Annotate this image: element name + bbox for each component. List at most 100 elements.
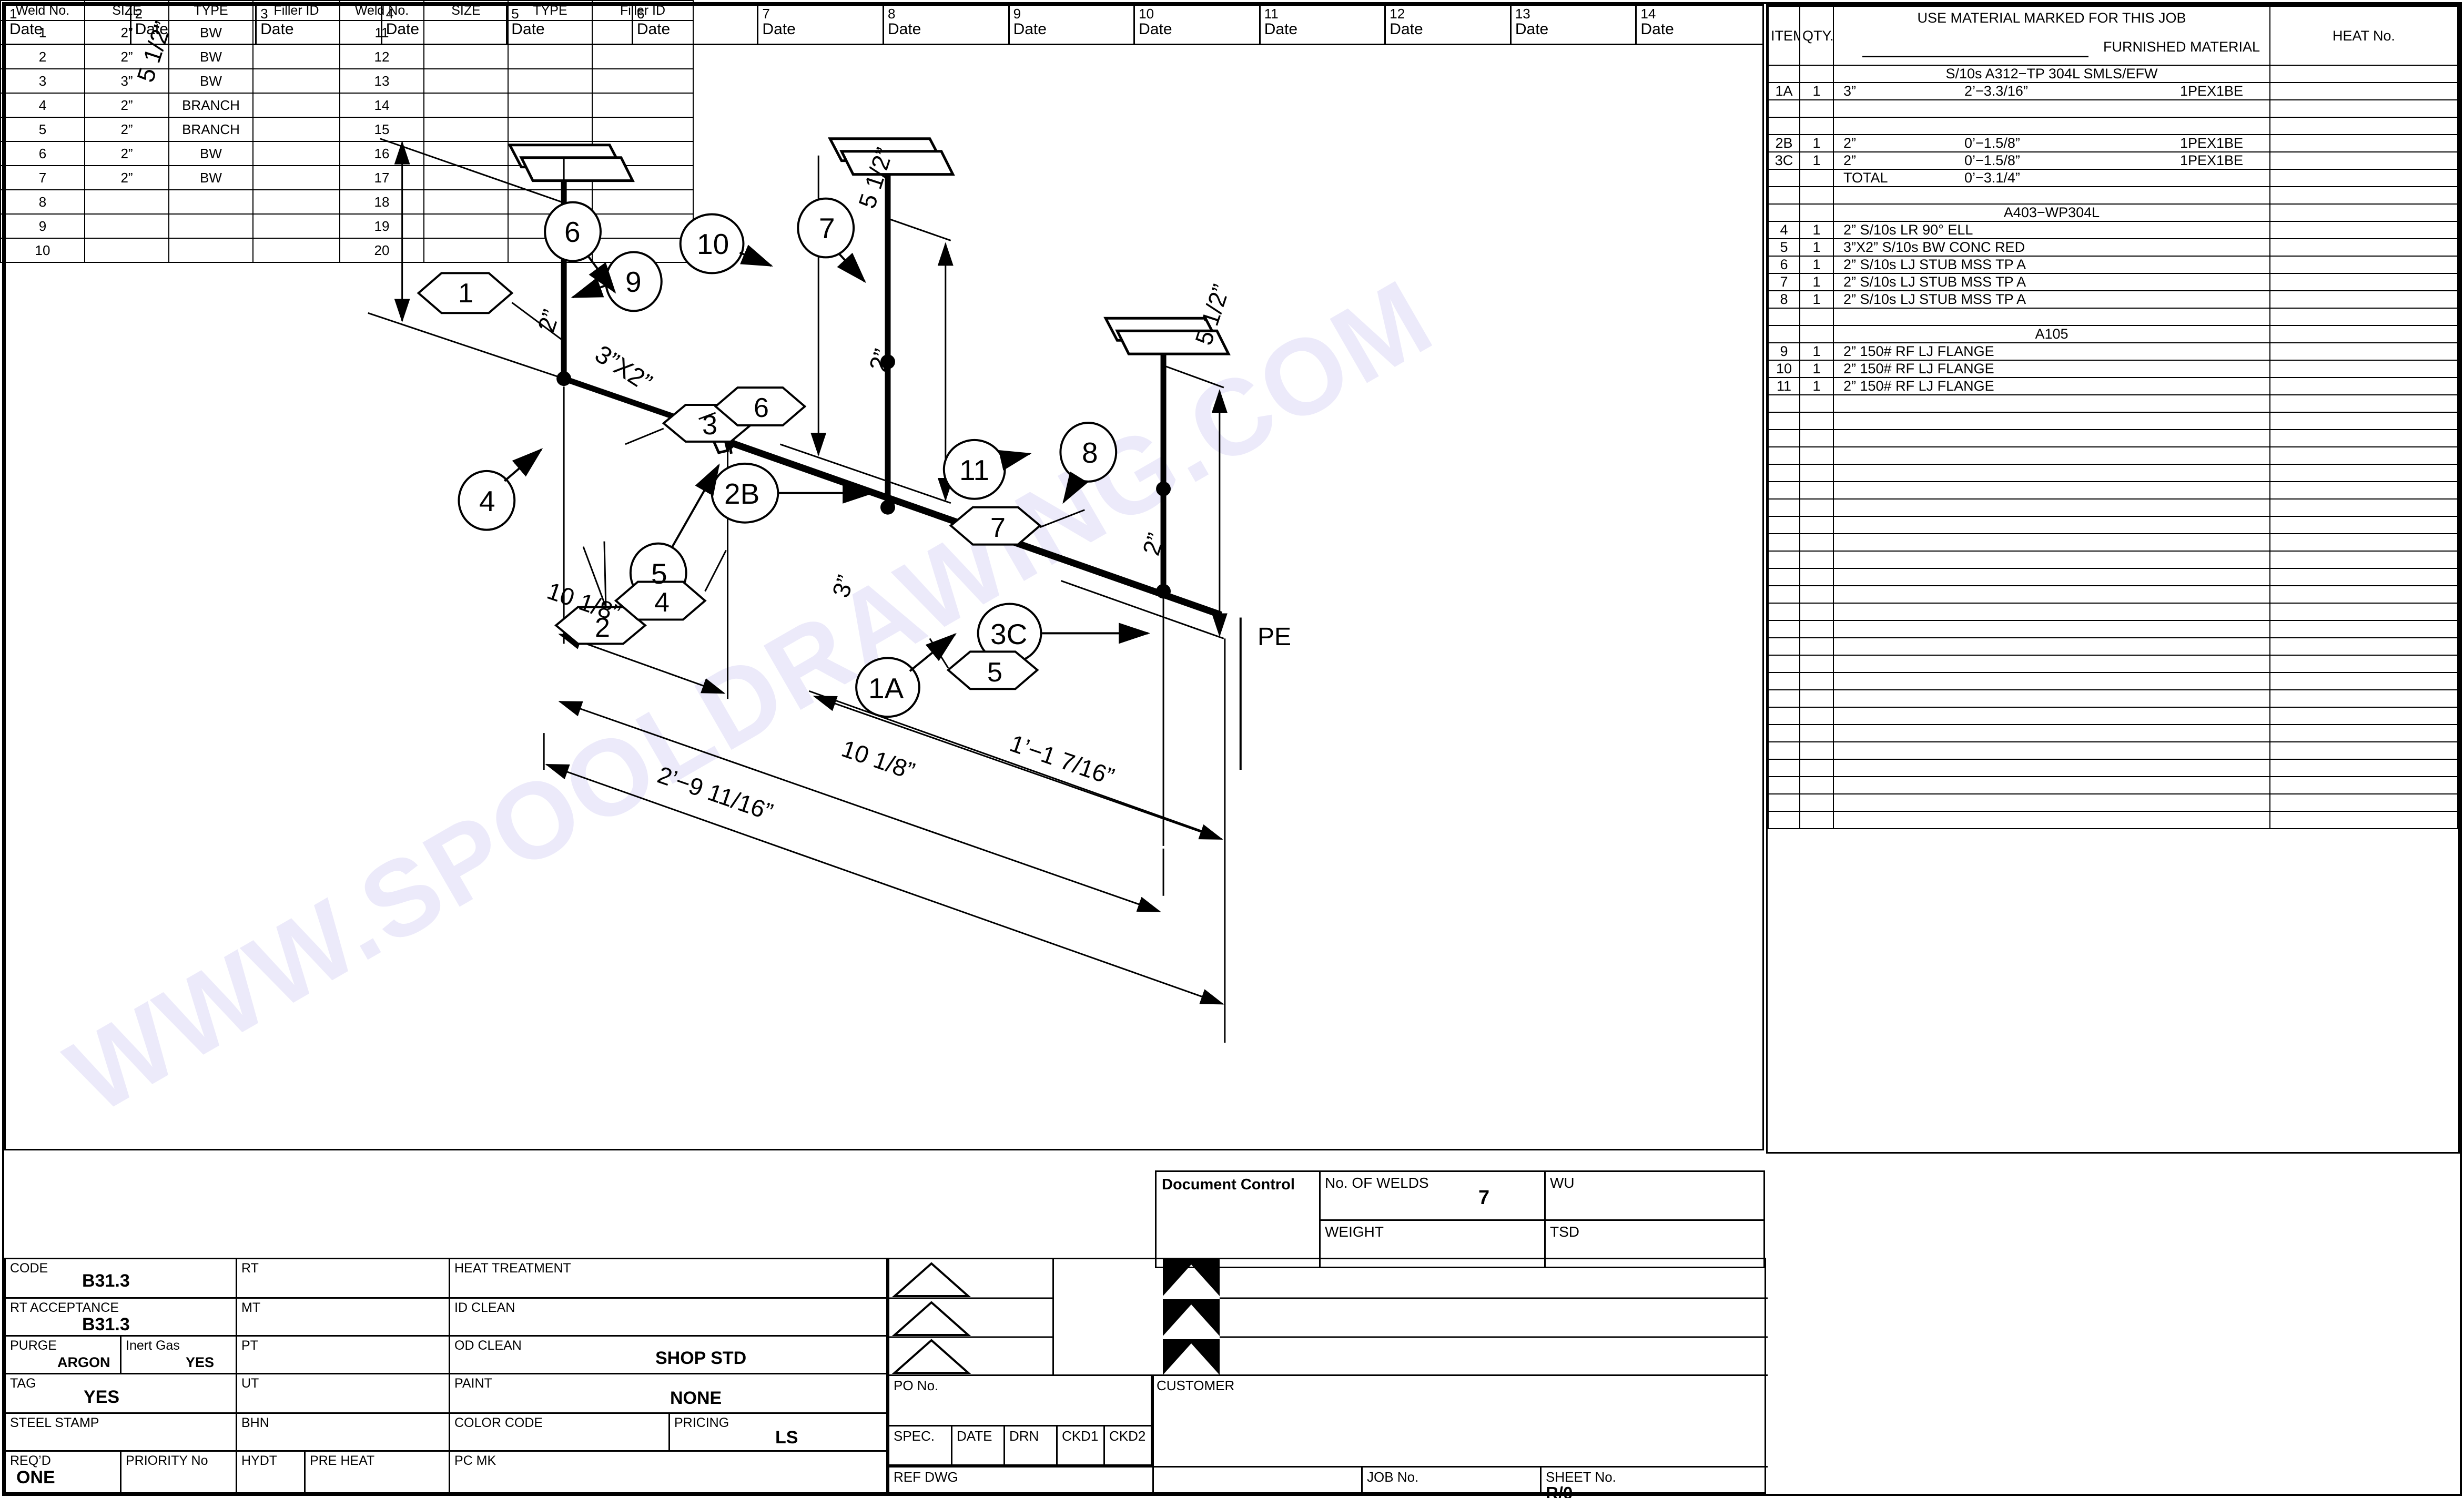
material-row[interactable] xyxy=(1768,481,2458,500)
material-row[interactable] xyxy=(1768,811,2458,829)
weld-no: 10 xyxy=(0,238,85,263)
material-row[interactable] xyxy=(1768,793,2458,812)
material-row[interactable] xyxy=(1768,655,2458,673)
material-qty xyxy=(1799,394,1834,413)
material-row[interactable] xyxy=(1768,516,2458,534)
material-row[interactable] xyxy=(1768,551,2458,569)
material-row[interactable] xyxy=(1768,741,2458,760)
heat-treatment-label: HEAT TREATMENT xyxy=(454,1261,571,1276)
material-description: 3”X2” S/10s BW CONC RED xyxy=(1833,238,2270,257)
weld-no-2: 16 xyxy=(339,141,424,166)
material-row[interactable] xyxy=(1768,585,2458,604)
balloon-2B: 2B xyxy=(724,477,760,510)
weld-filler-2 xyxy=(592,44,694,69)
tag-value: YES xyxy=(84,1387,120,1407)
material-qty: 1 xyxy=(1799,151,1834,170)
material-row[interactable] xyxy=(1768,759,2458,777)
material-row[interactable]: A403−WP304L xyxy=(1768,203,2458,222)
material-row[interactable] xyxy=(1768,603,2458,621)
weld-size-2 xyxy=(423,117,509,142)
no-of-welds-cell: No. OF WELDS 7 xyxy=(1321,1172,1546,1221)
material-row[interactable] xyxy=(1768,707,2458,725)
paint-cell: PAINT NONE xyxy=(450,1374,889,1412)
material-row[interactable] xyxy=(1768,689,2458,708)
material-row[interactable] xyxy=(1768,429,2458,447)
material-heat-no xyxy=(2269,134,2458,152)
material-item: 9 xyxy=(1768,342,1800,361)
revision-number: 12 xyxy=(1390,6,1405,22)
material-row[interactable] xyxy=(1768,99,2458,118)
rt-label: RT xyxy=(241,1261,259,1276)
revision-date-label: Date xyxy=(511,21,545,38)
inert-gas-label: Inert Gas xyxy=(126,1338,180,1353)
material-description xyxy=(1833,186,2270,205)
material-row[interactable]: A105 xyxy=(1768,325,2458,343)
material-row[interactable] xyxy=(1768,446,2458,465)
material-description xyxy=(1833,585,2270,604)
balloon-5-round: 5 xyxy=(651,557,667,590)
material-qty xyxy=(1799,620,1834,638)
material-row[interactable] xyxy=(1768,394,2458,413)
material-row[interactable] xyxy=(1768,637,2458,656)
material-row[interactable] xyxy=(1768,620,2458,638)
material-row[interactable] xyxy=(1768,568,2458,586)
material-row[interactable] xyxy=(1768,186,2458,205)
bhn-label: BHN xyxy=(241,1415,269,1430)
material-row[interactable] xyxy=(1768,464,2458,482)
balloon-8: 8 xyxy=(1082,436,1098,469)
material-row[interactable] xyxy=(1768,308,2458,326)
balloon-11: 11 xyxy=(959,454,990,486)
tsd-cell: TSD xyxy=(1546,1221,1763,1267)
material-row[interactable] xyxy=(1768,533,2458,552)
material-row[interactable] xyxy=(1768,498,2458,517)
material-row[interactable] xyxy=(1768,412,2458,430)
material-row[interactable] xyxy=(1768,672,2458,690)
weld-filler-2 xyxy=(592,68,694,94)
material-qty xyxy=(1799,637,1834,656)
material-qty xyxy=(1799,308,1834,326)
material-heat-no xyxy=(2269,776,2458,794)
material-row[interactable] xyxy=(1768,117,2458,135)
weld-filler-2 xyxy=(592,213,694,239)
material-row[interactable]: S/10s A312−TP 304L SMLS/EFW xyxy=(1768,65,2458,83)
revision-number: 13 xyxy=(1515,6,1530,22)
title-row-purge: PURGE ARGON Inert Gas YES PT OD CLEAN SH… xyxy=(6,1337,886,1374)
material-description xyxy=(1833,498,2270,517)
material-row[interactable] xyxy=(1768,776,2458,794)
material-row[interactable] xyxy=(1768,724,2458,742)
weld-filler xyxy=(252,117,340,142)
